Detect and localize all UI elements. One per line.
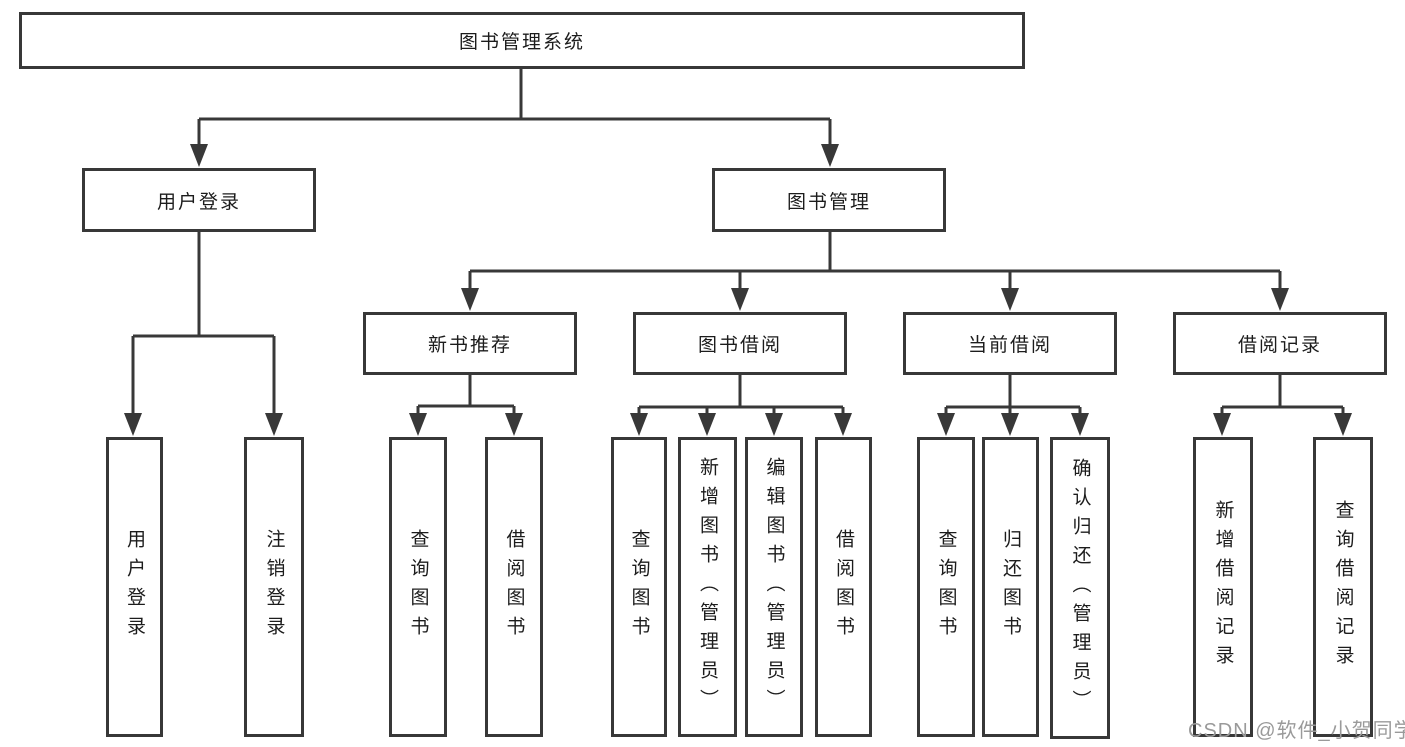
leaf-confirm-return-admin: 确认归还（管理员） — [1050, 437, 1110, 739]
leaf-label: 确认归还（管理员） — [1069, 457, 1091, 719]
node-borrowing-records: 借阅记录 — [1173, 312, 1387, 375]
leaf-borrow-books-recommend: 借阅图书 — [485, 437, 543, 737]
leaf-label: 借阅图书 — [833, 529, 854, 645]
watermark: CSDN @软件_小贺同学 — [1188, 720, 1405, 742]
node-label: 用户登录 — [156, 191, 241, 213]
leaf-label: 查询图书 — [628, 529, 650, 645]
leaf-label: 编辑图书（管理员） — [763, 456, 785, 718]
leaf-label: 查询借阅记录 — [1332, 500, 1354, 674]
node-new-book-recommendation: 新书推荐 — [363, 312, 577, 375]
node-book-management: 图书管理 — [712, 168, 946, 232]
leaf-query-books-current: 查询图书 — [917, 437, 975, 737]
node-label: 图书管理 — [786, 191, 871, 213]
leaf-user-login: 用户登录 — [106, 437, 163, 737]
node-label: 图书管理系统 — [458, 32, 585, 53]
leaf-query-books-recommend: 查询图书 — [389, 437, 447, 737]
node-label: 图书借阅 — [697, 335, 782, 356]
leaf-borrow-books-borrowing: 借阅图书 — [815, 437, 872, 737]
leaf-label: 借阅图书 — [503, 529, 525, 645]
leaf-add-borrow-record: 新增借阅记录 — [1193, 437, 1253, 737]
leaf-label: 查询图书 — [935, 529, 957, 645]
leaf-label: 注销登录 — [263, 529, 285, 645]
node-library-management-system: 图书管理系统 — [19, 12, 1025, 69]
leaf-label: 归还图书 — [1000, 529, 1021, 645]
node-book-borrowing: 图书借阅 — [633, 312, 847, 375]
node-label: 当前借阅 — [967, 335, 1052, 356]
leaf-return-books: 归还图书 — [982, 437, 1039, 737]
node-current-borrowing: 当前借阅 — [903, 312, 1117, 375]
leaf-label: 用户登录 — [124, 529, 145, 645]
leaf-query-borrow-record: 查询借阅记录 — [1313, 437, 1373, 737]
node-user-login: 用户登录 — [82, 168, 316, 232]
leaf-label: 查询图书 — [407, 529, 429, 645]
leaf-label: 新增借阅记录 — [1212, 500, 1234, 674]
leaf-logout: 注销登录 — [244, 437, 304, 737]
leaf-query-books-borrowing: 查询图书 — [611, 437, 667, 737]
leaf-label: 新增图书（管理员） — [697, 456, 718, 718]
node-label: 借阅记录 — [1237, 335, 1322, 356]
node-label: 新书推荐 — [427, 335, 512, 356]
leaf-edit-book-admin: 编辑图书（管理员） — [745, 437, 803, 737]
leaf-add-book-admin: 新增图书（管理员） — [678, 437, 737, 737]
